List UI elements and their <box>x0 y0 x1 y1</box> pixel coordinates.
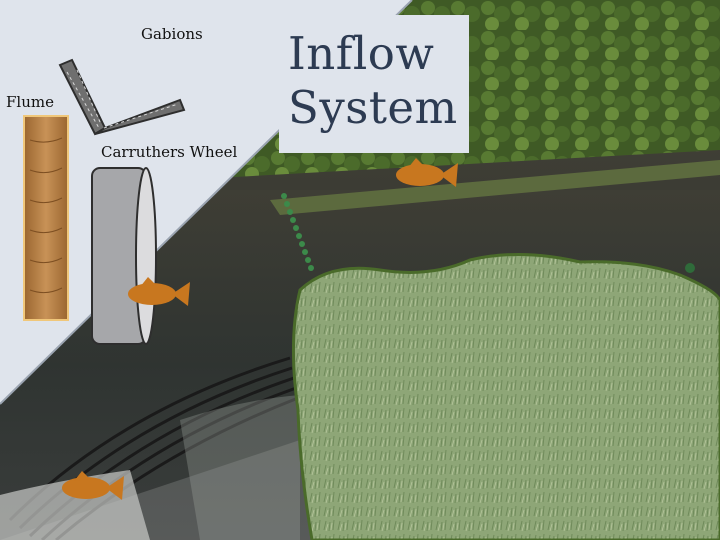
boom-line <box>281 193 314 271</box>
fish-icon <box>396 158 458 187</box>
gabions-icon <box>58 58 186 136</box>
far-bank <box>270 160 720 215</box>
fish-icon <box>62 471 124 500</box>
title-line-2: System <box>288 81 458 134</box>
title-box: Inflow System <box>279 15 469 153</box>
carruthers-wheel-icon <box>91 167 157 345</box>
wetland-area <box>291 252 720 540</box>
flume-icon <box>23 115 69 321</box>
fish-icon <box>128 277 190 306</box>
weir-foam-right <box>180 395 300 540</box>
title-line-1: Inflow <box>288 27 435 80</box>
flume-label: Flume <box>6 93 54 111</box>
gabions-label: Gabions <box>141 25 203 43</box>
carruthers-wheel-label: Carruthers Wheel <box>101 143 238 161</box>
green-post <box>685 263 695 273</box>
